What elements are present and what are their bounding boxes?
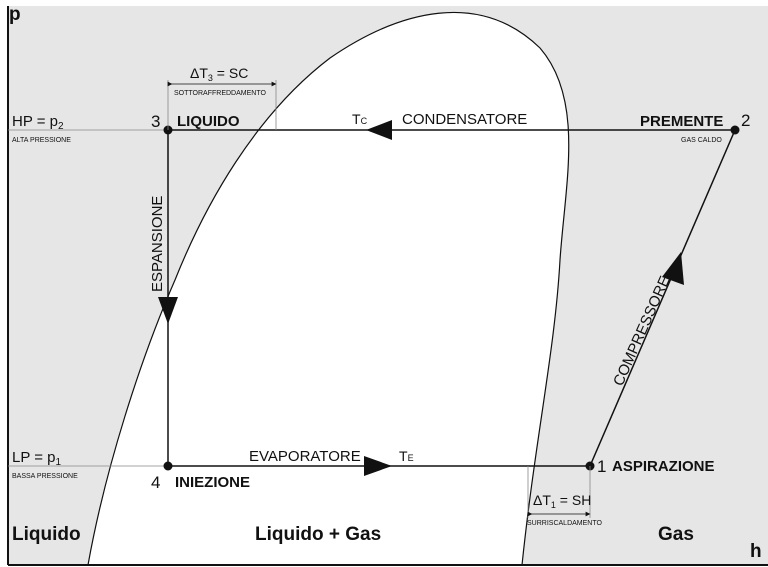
point-3-number: 3 [151,112,160,131]
saturation-dome [87,11,570,566]
point-1-number: 1 [597,457,606,476]
point-2-caption: GAS CALDO [681,137,722,144]
mixture-region-label: Liquido + Gas [255,524,381,545]
point-2-number: 2 [741,111,750,130]
superheat-label: ΔT1 = SH [533,492,591,510]
evaporating-temperature: TE [399,448,414,464]
point-2-dot [730,125,740,135]
high-pressure-label: HP = p2 [12,113,64,132]
evaporator-label: EVAPORATORE [249,448,361,465]
subcooling-caption: SOTTORAFFREDDAMENTO [174,90,266,97]
point-1-label: ASPIRAZIONE [612,458,715,475]
high-pressure-caption: ALTA PRESSIONE [12,137,71,144]
gas-region-label: Gas [658,524,694,545]
low-pressure-label: LP = p1 [12,449,62,468]
expansion-label: ESPANSIONE [149,196,166,292]
evaporator-arrow [364,456,392,476]
compressor-arrow [662,252,684,285]
condenser-arrow [366,120,392,140]
expansion-arrow [158,297,178,324]
condenser-label: CONDENSATORE [402,111,527,128]
condensing-temperature: TC [352,111,368,127]
subcooling-label: ΔT3 = SC [190,65,248,83]
superheat-caption: SURRISCALDAMENTO [527,520,602,527]
compressor-line [589,129,736,467]
y-axis-label: p [9,4,21,25]
point-4-dot [163,461,173,471]
point-3-label: LIQUIDO [177,113,240,130]
point-2-label: PREMENTE [640,113,723,130]
liquid-region-label: Liquido [12,524,81,545]
low-pressure-caption: BASSA PRESSIONE [12,473,78,480]
point-4-label: INIEZIONE [175,474,250,491]
point-4-number: 4 [151,473,160,492]
x-axis-label: h [750,541,762,562]
